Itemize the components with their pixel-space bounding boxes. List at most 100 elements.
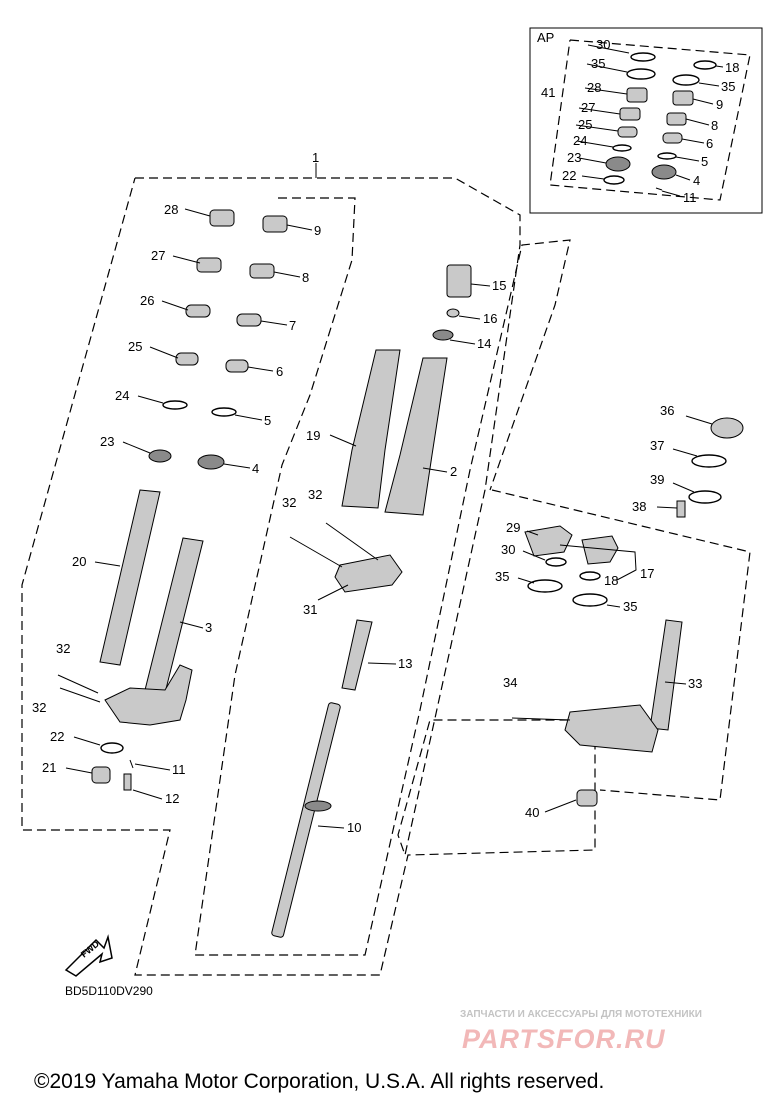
label-13: 13 xyxy=(398,656,412,671)
part-10-collar xyxy=(304,800,332,812)
label-4: 4 xyxy=(252,461,259,476)
part-6-washer xyxy=(662,132,683,144)
part-5 xyxy=(211,407,237,417)
part-30-ring xyxy=(545,557,567,567)
label-38: 38 xyxy=(632,499,646,514)
label-20: 20 xyxy=(72,554,86,569)
label-21: 21 xyxy=(42,760,56,775)
ap-kit-parts xyxy=(603,52,717,191)
label-27: 27 xyxy=(151,248,165,263)
outline-ap-inner xyxy=(549,39,751,201)
label-34: 34 xyxy=(503,675,517,690)
copyright-notice: ©2019 Yamaha Motor Corporation, U.S.A. A… xyxy=(34,1070,604,1093)
label-10: 10 xyxy=(347,820,361,835)
part-lower-bracket xyxy=(104,664,193,726)
label-35a: 35 xyxy=(495,569,509,584)
part-8 xyxy=(249,263,275,279)
part-32-bolt-a xyxy=(57,674,99,694)
part-13-spring xyxy=(341,619,373,691)
outline-steering xyxy=(491,489,751,801)
part-32-bolt-b xyxy=(59,687,101,703)
part-22 xyxy=(100,742,124,754)
label-12: 12 xyxy=(165,791,179,806)
label-36: 36 xyxy=(660,403,674,418)
ap-left-0: 30 xyxy=(596,37,610,52)
ap-right-3: 8 xyxy=(711,118,718,133)
label-37: 37 xyxy=(650,438,664,453)
part-21 xyxy=(91,766,111,784)
label-11: 11 xyxy=(172,762,186,777)
part-33-bracket xyxy=(564,704,659,753)
leader-lines xyxy=(65,44,724,829)
ap-left-5: 24 xyxy=(573,133,587,148)
ap-left-4: 25 xyxy=(578,117,592,132)
part-31-clamp xyxy=(334,554,403,593)
left-fork-parts xyxy=(57,209,288,791)
part-20-inner-tube xyxy=(99,489,161,666)
ap-right-4: 6 xyxy=(706,136,713,151)
label-16: 16 xyxy=(483,311,497,326)
part-16 xyxy=(446,308,460,318)
ap-right-7: 11 xyxy=(683,190,697,205)
label-7: 7 xyxy=(289,318,296,333)
label-5: 5 xyxy=(264,413,271,428)
part-19-outer-tube xyxy=(341,349,401,509)
ap-left-1: 35 xyxy=(591,56,605,71)
part-25 xyxy=(175,352,199,366)
ap-right-2: 9 xyxy=(716,97,723,112)
part-10-rod xyxy=(271,702,341,938)
ap-left-2: 28 xyxy=(587,80,601,95)
part-9 xyxy=(262,215,288,233)
part-14 xyxy=(432,329,454,341)
label-28: 28 xyxy=(164,202,178,217)
label-32b: 32 xyxy=(32,700,46,715)
label-15: 15 xyxy=(492,278,506,293)
part-6 xyxy=(225,359,249,373)
ap-title: AP xyxy=(537,30,554,45)
watermark-subtitle: ЗАПЧАСТИ И АКСЕССУАРЫ ДЛЯ МОТОТЕХНИКИ xyxy=(460,1009,702,1020)
part-11 xyxy=(129,759,134,769)
fwd-arrow-shape xyxy=(64,934,113,977)
label-19: 19 xyxy=(306,428,320,443)
part-32-bolt-c xyxy=(289,536,343,568)
ap-right-1: 35 xyxy=(721,79,735,94)
part-2-outer-tube xyxy=(384,357,448,516)
part-25-washer xyxy=(617,126,638,138)
part-labels: 1 28 9 27 8 26 7 25 6 24 5 23 4 20 3 32 … xyxy=(32,150,702,835)
label-3: 3 xyxy=(205,620,212,635)
center-parts xyxy=(271,264,472,938)
label-23: 23 xyxy=(100,434,114,449)
part-29-cap-l xyxy=(524,525,573,557)
part-23 xyxy=(148,449,172,463)
part-27 xyxy=(196,257,222,273)
outline-ap-box xyxy=(529,27,763,214)
ap-left-3: 27 xyxy=(581,100,595,115)
part-39-ring xyxy=(688,490,722,504)
label-6: 6 xyxy=(276,364,283,379)
part-4-seal xyxy=(651,164,677,180)
label-8: 8 xyxy=(302,270,309,285)
label-22: 22 xyxy=(50,729,64,744)
label-24: 24 xyxy=(115,388,129,403)
label-26: 26 xyxy=(140,293,154,308)
label-29: 29 xyxy=(506,520,520,535)
ap-right-6: 4 xyxy=(693,173,700,188)
part-12 xyxy=(123,773,132,791)
part-36-bearing xyxy=(710,417,744,439)
diagram-code: BD5D110DV290 xyxy=(65,984,153,998)
outline-inner-damper xyxy=(194,197,571,956)
label-32c: 32 xyxy=(282,495,296,510)
part-38-bolt xyxy=(676,500,686,518)
part-15-sleeve xyxy=(446,264,472,298)
ap-right-0: 18 xyxy=(725,60,739,75)
part-5-clip xyxy=(657,152,677,160)
part-35r-ring xyxy=(672,74,700,86)
label-18: 18 xyxy=(604,573,618,588)
part-7 xyxy=(236,313,262,327)
label-40: 40 xyxy=(525,805,539,820)
fwd-arrow: FWD xyxy=(64,934,113,977)
part-32-bolt-d xyxy=(325,522,379,561)
part-23-seal xyxy=(605,156,631,172)
label-17: 17 xyxy=(640,566,654,581)
